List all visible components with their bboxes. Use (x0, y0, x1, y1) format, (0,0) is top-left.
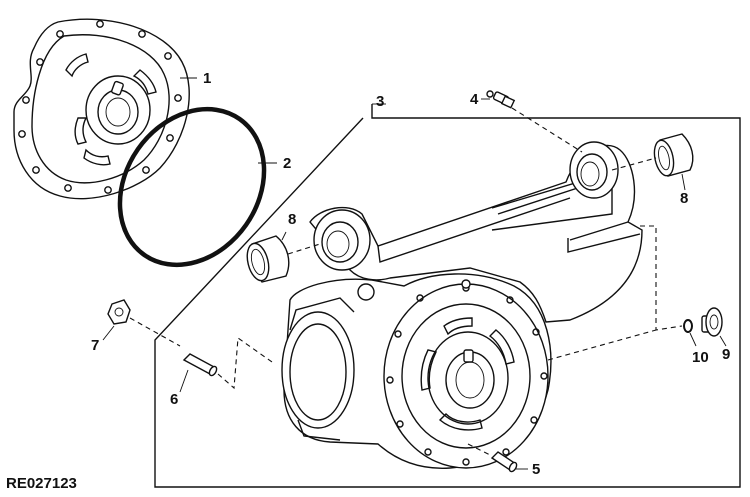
callout-9: 9 (722, 346, 731, 363)
part-4-grease-fitting (486, 90, 516, 109)
callout-4: 4 (470, 91, 479, 108)
leader-10 (689, 332, 697, 347)
part-3-housing (281, 141, 643, 469)
callout-7: 7 (91, 337, 100, 354)
part-8-bushing-left (246, 235, 290, 283)
part-6-dowel-pin (182, 353, 218, 377)
callout-8-left: 8 (288, 211, 297, 228)
dash-5 (467, 443, 493, 457)
callout-5: 5 (532, 461, 541, 478)
part-2-o-ring (117, 106, 267, 268)
part-5-dowel-pin (490, 451, 518, 473)
dash-9-10-upper (640, 225, 683, 331)
callout-10: 10 (692, 349, 709, 366)
callout-2: 2 (283, 155, 292, 172)
callout-6: 6 (170, 391, 179, 408)
leader-6 (179, 369, 189, 393)
part-3-outline-box (154, 104, 741, 488)
leader-9 (719, 335, 727, 347)
part-9-plug-screw (701, 307, 723, 337)
part-8-bushing-right (653, 133, 694, 177)
part-7-plug (107, 299, 131, 325)
part-10-small-o-ring (683, 319, 693, 333)
dash-4 (511, 107, 583, 153)
part-1-cover-plate (13, 18, 190, 200)
leader-8-right (681, 173, 686, 191)
dash-8-left (287, 243, 321, 255)
callout-3: 3 (376, 93, 385, 110)
dash-7 (129, 317, 181, 347)
leader-8-left (281, 231, 287, 241)
dash-6 (217, 336, 273, 390)
callout-1: 1 (203, 70, 212, 87)
leader-7 (102, 325, 115, 341)
dash-9-10-lower (547, 329, 657, 361)
drawing-id-label: RE027123 (6, 475, 77, 492)
dash-8-right (611, 157, 657, 171)
callout-8-right: 8 (680, 190, 689, 207)
